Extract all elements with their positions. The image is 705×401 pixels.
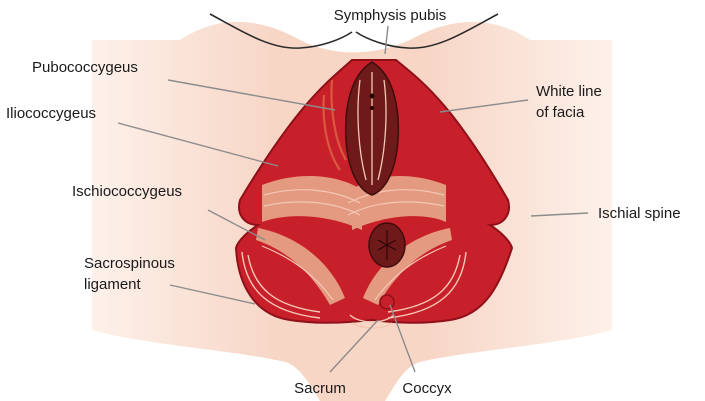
- label-white-line-1: White line: [536, 83, 602, 100]
- label-ischial-spine: Ischial spine: [598, 205, 681, 222]
- label-pubococcygeus: Pubococcygeus: [32, 59, 138, 76]
- label-sacrospinous-1: Sacrospinous: [84, 255, 175, 272]
- coccyx-tip: [380, 295, 394, 309]
- label-sacrospinous-2: ligament: [84, 276, 142, 293]
- label-coccyx: Coccyx: [402, 380, 452, 397]
- label-sacrum: Sacrum: [294, 380, 346, 397]
- label-iliococcygeus: Iliococcygeus: [6, 105, 96, 122]
- label-white-line-2: of facia: [536, 104, 585, 121]
- anus: [369, 223, 405, 267]
- label-symphysis-pubis: Symphysis pubis: [334, 7, 447, 24]
- label-ischiococcygeus: Ischiococcygeus: [72, 183, 182, 200]
